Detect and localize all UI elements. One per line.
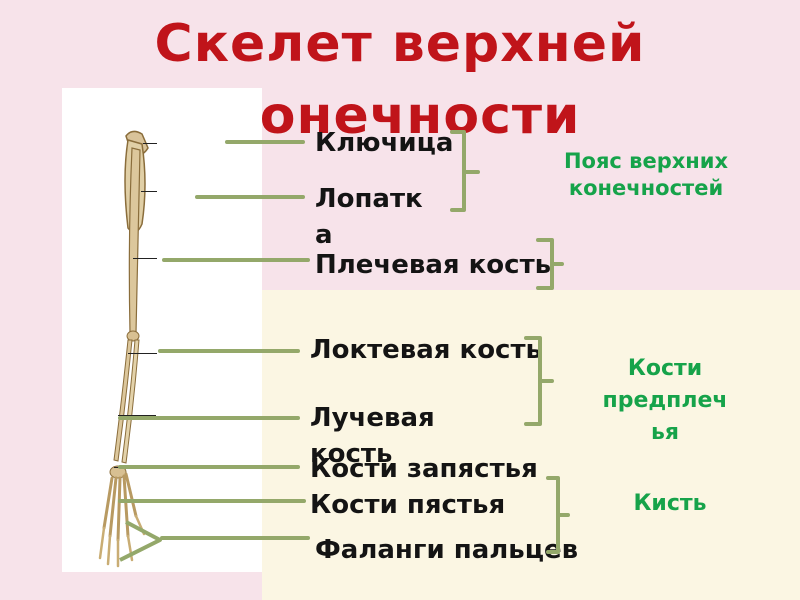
pointer-clavicle <box>225 140 305 144</box>
label-scapula-line2: а <box>315 220 333 250</box>
brace-hand <box>546 476 570 554</box>
label-ulna: Локтевая кость <box>310 335 542 365</box>
brace-forearm <box>524 336 554 426</box>
label-radius-line1: Лучевая <box>310 403 435 433</box>
tick-mark <box>143 143 157 144</box>
tick-mark <box>141 191 157 192</box>
pointer-carpals <box>118 465 300 469</box>
label-metacarpals: Кости пястья <box>310 490 506 520</box>
pointer-metacarpals <box>118 499 306 503</box>
group-girdle-line2: конечностей <box>568 176 724 201</box>
label-carpals: Кости запястья <box>310 454 538 484</box>
brace-girdle <box>450 130 480 212</box>
tick-mark <box>133 258 157 259</box>
label-humerus: Плечевая кость <box>315 250 552 280</box>
group-girdle-line1: Пояс верхних <box>563 149 729 173</box>
arm-skeleton-image <box>62 88 262 572</box>
tick-mark <box>118 415 156 416</box>
pointer-ulna <box>158 349 300 353</box>
label-clavicle: Ключица <box>315 128 454 158</box>
pointer-humerus <box>162 258 310 262</box>
group-label-forearm: Кости предплеч ья <box>580 353 750 449</box>
slide-title-line-1: Скелет верхней <box>154 14 646 74</box>
group-forearm-line1: Кости <box>627 356 703 381</box>
group-forearm-line2: предплеч <box>602 387 728 413</box>
label-phalanges: Фаланги пальцев <box>315 535 579 565</box>
pointer-radius <box>118 416 300 420</box>
label-scapula-line1: Лопатк <box>315 184 423 214</box>
tick-mark <box>128 353 157 354</box>
label-radius-line2: кость <box>310 439 393 469</box>
slide-background-panel <box>262 290 800 600</box>
group-forearm-line3: ья <box>650 419 680 445</box>
brace-humerus <box>536 238 564 290</box>
pointer-scapula <box>195 195 305 199</box>
arm-skeleton-illustration <box>98 130 149 568</box>
group-label-girdle: Пояс верхних конечностей <box>541 148 751 203</box>
group-label-hand: Кисть <box>633 491 707 516</box>
slide-title-line-2: конечности <box>223 86 581 146</box>
pointer-phalanges <box>160 536 310 540</box>
